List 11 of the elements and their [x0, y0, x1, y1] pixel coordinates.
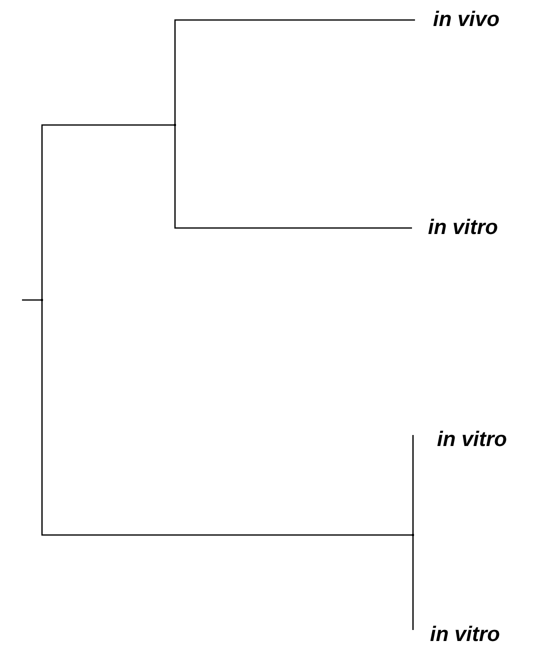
- leaf-label: in vitro: [437, 428, 508, 452]
- leaf-label: in vivo: [433, 8, 500, 32]
- tree-branch: [412, 434, 414, 535]
- leaf-label: in vitro: [430, 623, 500, 647]
- tree-branch: [412, 535, 414, 631]
- tree-branch: [41, 300, 413, 536]
- tree-branch: [22, 299, 42, 301]
- leaf-label: in vitro: [428, 216, 498, 240]
- tree-branch: [174, 19, 415, 125]
- tree-branch: [174, 125, 412, 229]
- tree-branch: [41, 124, 175, 300]
